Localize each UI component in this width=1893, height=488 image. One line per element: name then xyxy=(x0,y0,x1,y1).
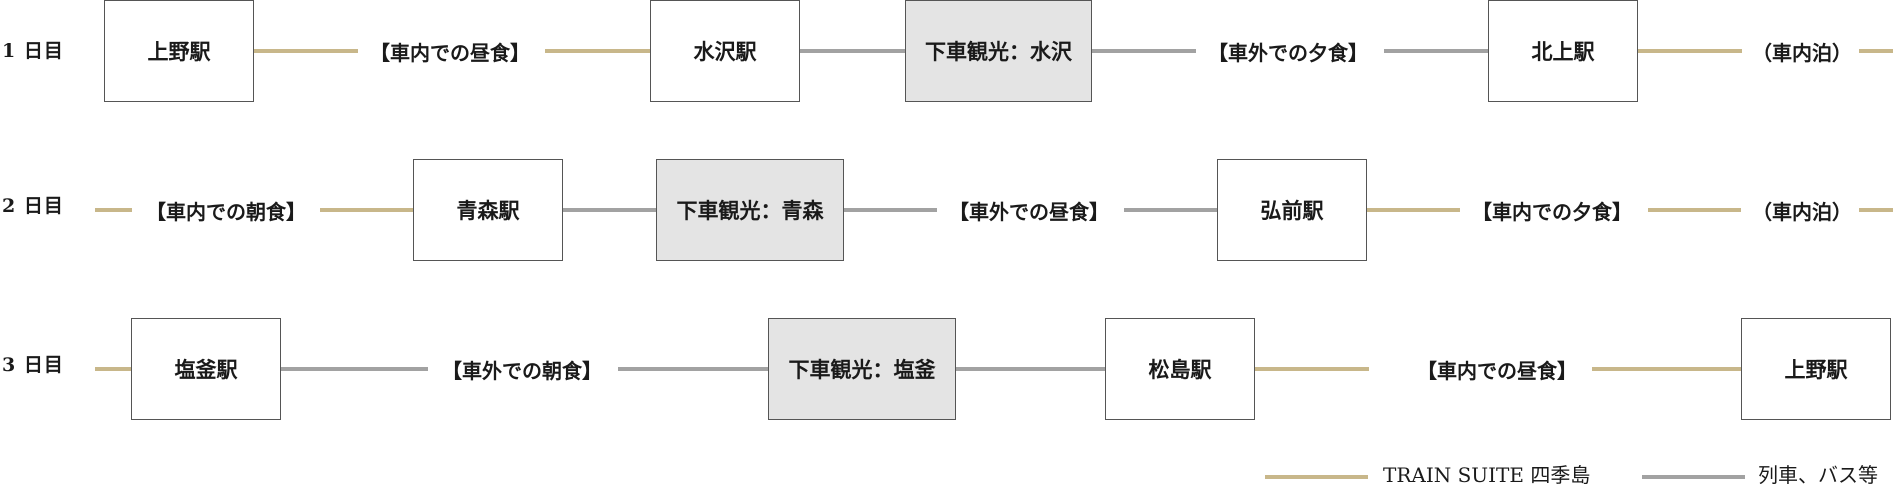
meal-dinner-offboard: 【車外での夕食】 xyxy=(1208,40,1368,65)
other-transport-line xyxy=(618,367,768,371)
other-transport-line xyxy=(281,367,428,371)
sightseeing-mizusawa: 下車観光：水沢 xyxy=(905,0,1092,102)
other-transport-line xyxy=(800,49,905,53)
train-suite-line xyxy=(1255,367,1369,371)
train-suite-line xyxy=(1367,208,1460,212)
meal-breakfast-offboard: 【車外での朝食】 xyxy=(442,358,602,383)
other-transport-line xyxy=(563,208,656,212)
station-shiogama: 塩釜駅 xyxy=(131,318,281,420)
meal-lunch-onboard: 【車内での昼食】 xyxy=(1417,358,1577,383)
train-suite-line xyxy=(1859,49,1893,53)
sightseeing-aomori: 下車観光：青森 xyxy=(656,159,844,261)
train-suite-line xyxy=(320,208,413,212)
legend-other-swatch xyxy=(1642,475,1745,479)
legend-train-suite-swatch xyxy=(1265,475,1368,479)
other-transport-line xyxy=(1124,208,1217,212)
train-suite-line xyxy=(545,49,650,53)
day-1-label: 1 日目 xyxy=(2,40,64,62)
meal-dinner-onboard: 【車内での夕食】 xyxy=(1472,199,1632,224)
other-transport-line xyxy=(844,208,937,212)
station-hirosaki: 弘前駅 xyxy=(1217,159,1367,261)
train-suite-line xyxy=(254,49,358,53)
train-suite-line xyxy=(95,208,132,212)
meal-lunch-onboard: 【車内での昼食】 xyxy=(370,40,530,65)
station-ueno-end: 上野駅 xyxy=(1741,318,1891,420)
other-transport-line xyxy=(956,367,1105,371)
station-aomori: 青森駅 xyxy=(413,159,563,261)
train-suite-line xyxy=(1592,367,1741,371)
station-mizusawa: 水沢駅 xyxy=(650,0,800,102)
station-matsushima: 松島駅 xyxy=(1105,318,1255,420)
legend-train-suite-label: TRAIN SUITE 四季島 xyxy=(1383,463,1591,487)
sightseeing-shiogama: 下車観光：塩釜 xyxy=(768,318,956,420)
other-transport-line xyxy=(1384,49,1488,53)
meal-lunch-offboard: 【車外での昼食】 xyxy=(949,199,1109,224)
station-ueno-start: 上野駅 xyxy=(104,0,254,102)
train-suite-line xyxy=(1648,208,1741,212)
overnight-onboard: （車内泊） xyxy=(1752,40,1852,65)
meal-breakfast-onboard: 【車内での朝食】 xyxy=(146,199,306,224)
station-kitakami: 北上駅 xyxy=(1488,0,1638,102)
train-suite-line xyxy=(1638,49,1742,53)
day-2-label: 2 日目 xyxy=(2,195,64,217)
train-suite-line xyxy=(95,367,131,371)
legend-other-label: 列車、バス等 xyxy=(1758,463,1878,487)
train-suite-line xyxy=(1859,208,1893,212)
other-transport-line xyxy=(1092,49,1196,53)
overnight-onboard: （車内泊） xyxy=(1752,199,1852,224)
day-3-label: 3 日目 xyxy=(2,354,64,376)
